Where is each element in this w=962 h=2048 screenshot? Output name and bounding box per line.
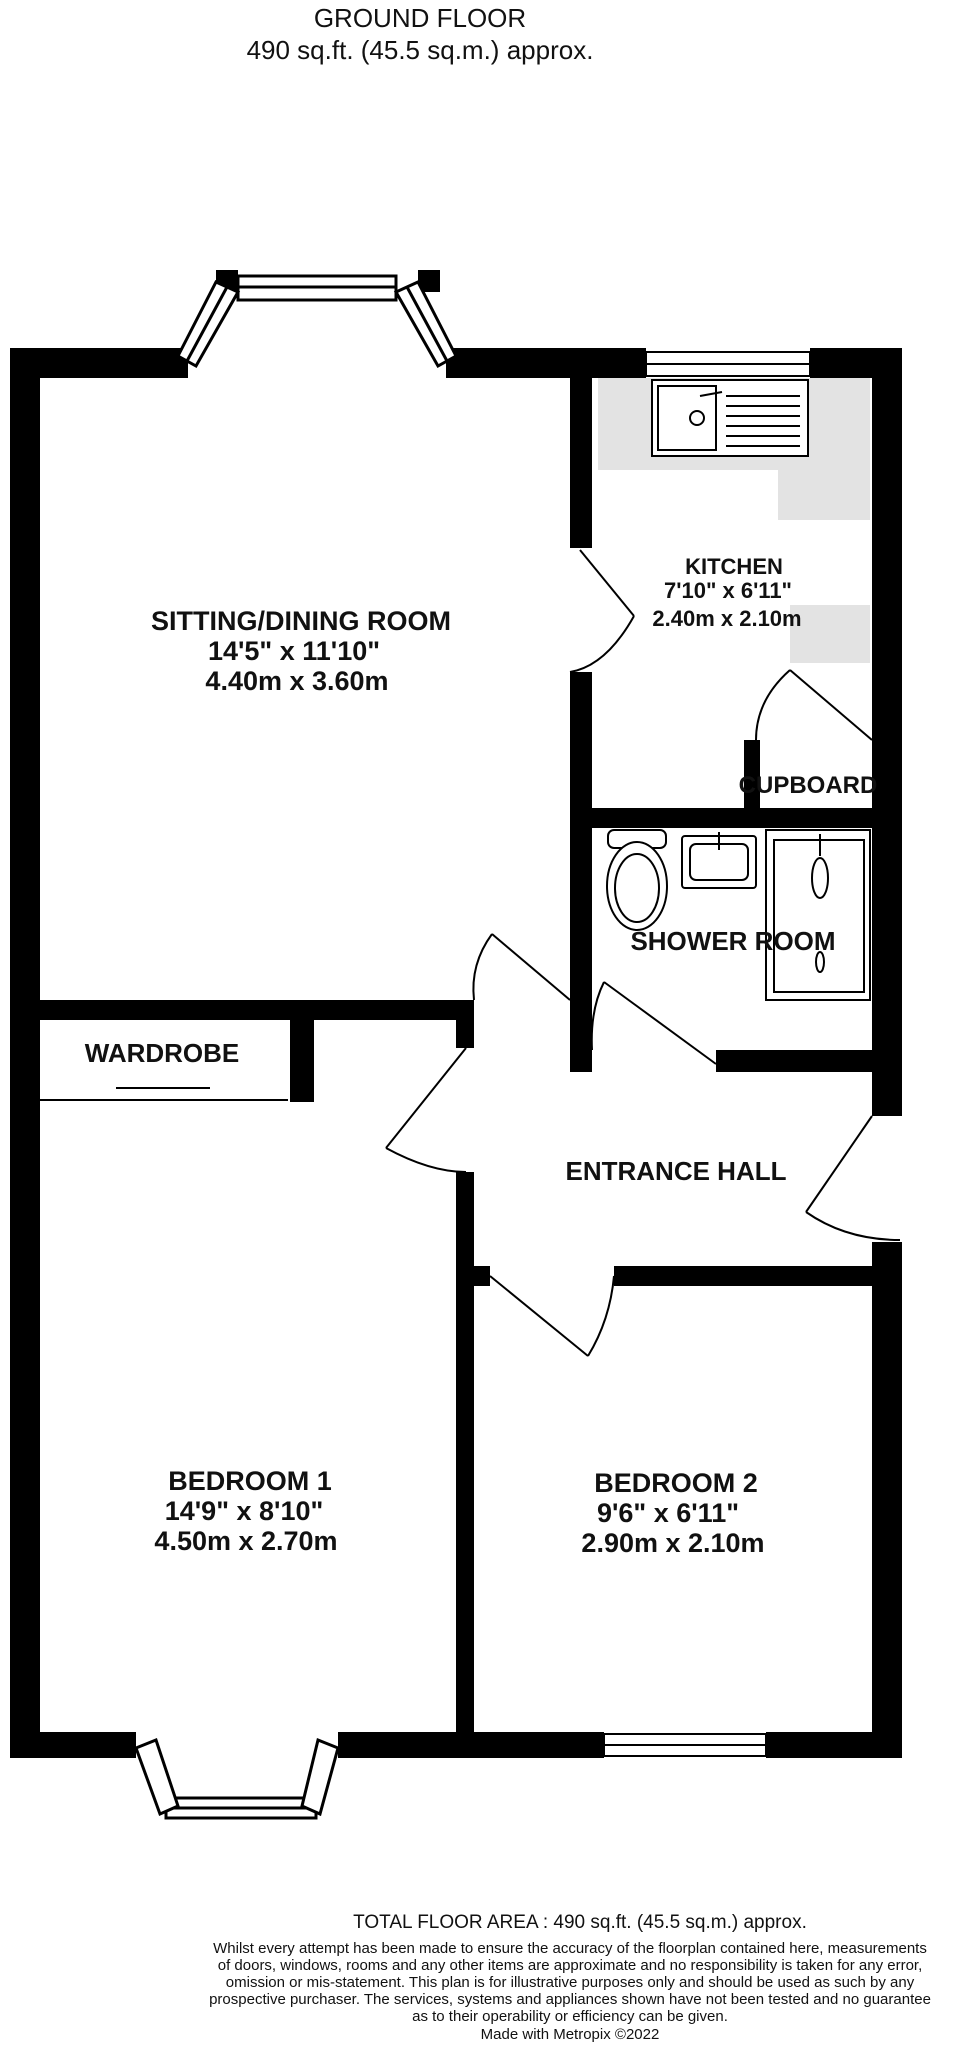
bedroom1-name: BEDROOM 1 (168, 1466, 332, 1496)
kitchen-window (645, 351, 811, 377)
total-floor-area: TOTAL FLOOR AREA : 490 sq.ft. (45.5 sq.m… (353, 1912, 807, 1933)
basin-icon (681, 832, 757, 889)
kitchen-worktops (598, 378, 870, 663)
disclaimer-line-4: prospective purchaser. The services, sys… (209, 1991, 931, 2008)
sitting-room-name: SITTING/DINING ROOM (151, 606, 451, 636)
kitchen-metric: 2.40m x 2.10m (652, 606, 801, 631)
shower-icon (765, 829, 871, 1001)
disclaimer-line-3: omission or mis-statement. This plan is … (225, 1974, 915, 1991)
bedroom2-window (603, 1733, 767, 1757)
disclaimer-line-2: of doors, windows, rooms and any other i… (217, 1957, 923, 1974)
walls (10, 270, 902, 1758)
wardrobe-name: WARDROBE (85, 1038, 240, 1068)
toilet-icon (606, 829, 668, 931)
floor-area: 490 sq.ft. (45.5 sq.m.) approx. (246, 35, 594, 65)
cupboard-name: CUPBOARD (739, 772, 878, 799)
kitchen-imperial: 7'10" x 6'11" (664, 578, 792, 603)
bedroom1-metric: 4.50m x 2.70m (154, 1526, 337, 1556)
bay-window-bottom (134, 1737, 340, 1820)
kitchen-name: KITCHEN (685, 554, 783, 579)
doors (40, 549, 901, 1357)
sitting-room-imperial: 14'5" x 11'10" (208, 636, 380, 666)
shower-room-name: SHOWER ROOM (630, 926, 835, 956)
bedroom2-metric: 2.90m x 2.10m (581, 1528, 764, 1558)
bay-window-top (176, 274, 458, 369)
bedroom1-imperial: 14'9" x 8'10" (165, 1496, 324, 1526)
disclaimer-line-1: Whilst every attempt has been made to en… (213, 1940, 927, 1957)
sitting-room-metric: 4.40m x 3.60m (205, 666, 388, 696)
bedroom2-imperial: 9'6" x 6'11" (597, 1498, 739, 1528)
bedroom2-name: BEDROOM 2 (594, 1468, 758, 1498)
entrance-hall-name: ENTRANCE HALL (566, 1156, 787, 1186)
metropix-credit: Made with Metropix ©2022 (480, 2026, 660, 2043)
floor-title: GROUND FLOOR (313, 3, 527, 33)
disclaimer-line-5: as to their operability or efficiency ca… (412, 2008, 728, 2025)
sink-icon (651, 379, 809, 457)
